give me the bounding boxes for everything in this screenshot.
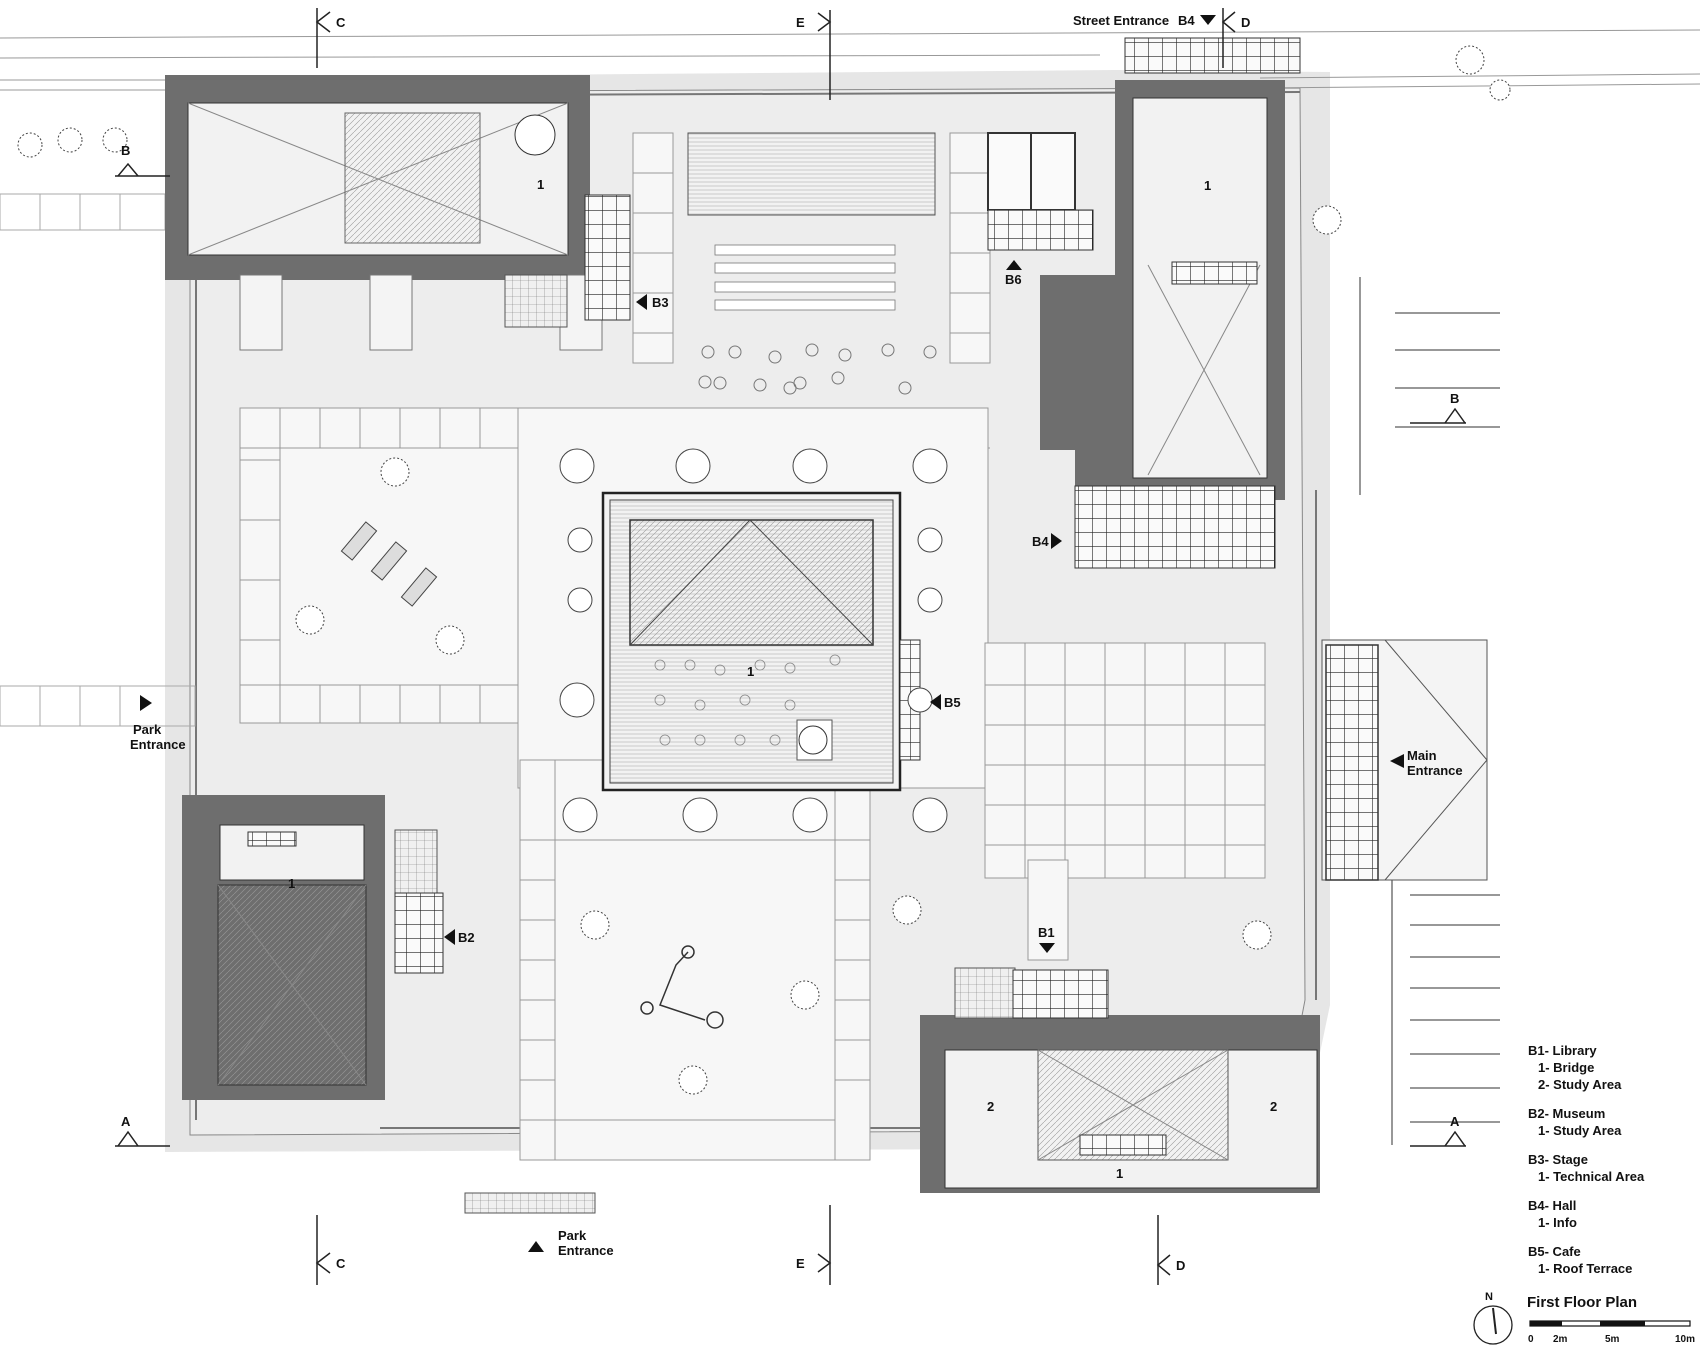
section-c-bottom: C <box>336 1256 346 1271</box>
legend-subitem: 1- Info <box>1538 1215 1577 1230</box>
tag-b3: B3 <box>652 295 669 310</box>
legend-group: B4- Hall 1- Info <box>1528 1197 1700 1231</box>
park-entrance-south-2: Entrance <box>558 1243 614 1258</box>
park-entrance-south-1: Park <box>558 1228 587 1243</box>
section-a-right: A <box>1450 1114 1460 1129</box>
legend-group: B5- Cafe 1- Roof Terrace <box>1528 1243 1700 1277</box>
room-nw-1: 1 <box>537 177 544 192</box>
section-markers <box>115 8 1466 1285</box>
building-sw <box>182 795 444 1100</box>
legend-item: B4- Hall <box>1528 1198 1577 1213</box>
tag-b1: B1 <box>1038 925 1055 940</box>
sculpture <box>640 945 724 1029</box>
park-entrance-west-1: Park <box>133 722 162 737</box>
tag-b5: B5 <box>944 695 961 710</box>
section-e-top: E <box>796 15 805 30</box>
legend-item: B2- Museum <box>1528 1106 1606 1121</box>
section-c-top: C <box>336 15 346 30</box>
building-ne <box>987 37 1301 569</box>
legend-group: B3- Stage 1- Technical Area <box>1528 1151 1700 1185</box>
section-a-left: A <box>121 1114 131 1129</box>
room-sw-1: 1 <box>288 876 295 891</box>
tag-b2: B2 <box>458 930 475 945</box>
building-se <box>920 967 1320 1193</box>
room-se-1: 1 <box>1116 1166 1123 1181</box>
north-arrow-icon: N <box>1473 1291 1513 1345</box>
main-entrance-canopy <box>1321 639 1488 881</box>
stage-b3-area <box>687 132 937 395</box>
scale-tick-5m: 5m <box>1605 1334 1620 1345</box>
street <box>0 29 1700 91</box>
street-entrance-tag: B4 <box>1178 13 1195 28</box>
entrance-arrow-icon <box>140 15 1404 1252</box>
legend-subitem: 2- Study Area <box>1538 1077 1622 1092</box>
legend-group: B2- Museum 1- Study Area <box>1528 1105 1700 1139</box>
legend-subitem: 1- Bridge <box>1538 1060 1595 1075</box>
legend-item: B1- Library <box>1528 1043 1597 1058</box>
room-se-2-left: 2 <box>987 1099 994 1114</box>
room-ne-1: 1 <box>1204 178 1211 193</box>
room-se-2-right: 2 <box>1270 1099 1277 1114</box>
parking-lines <box>1359 277 1500 1145</box>
section-d-bottom: D <box>1176 1258 1185 1273</box>
benches <box>340 521 438 607</box>
tree-icon <box>17 45 1511 1095</box>
tag-b6: B6 <box>1005 272 1022 287</box>
legend-subitem: 1- Roof Terrace <box>1538 1261 1633 1276</box>
section-b-right: B <box>1450 391 1459 406</box>
scale-bar: 0 2m 5m 10m <box>1528 1320 1695 1345</box>
street-entrance-label: Street Entrance <box>1073 13 1169 28</box>
legend-subitem: 1- Technical Area <box>1538 1169 1645 1184</box>
building-nw <box>165 75 631 351</box>
park-entrance-west-2: Entrance <box>130 737 186 752</box>
scale-tick-2m: 2m <box>1553 1334 1568 1345</box>
legend-group: B1- Library 1- Bridge 2- Study Area <box>1528 1042 1700 1093</box>
tag-b4: B4 <box>1032 534 1049 549</box>
main-entrance-2: Entrance <box>1407 763 1463 778</box>
north-label: N <box>1485 1291 1493 1303</box>
legend-subitem: 1- Study Area <box>1538 1123 1622 1138</box>
legend-item: B5- Cafe <box>1528 1244 1581 1259</box>
section-b-left: B <box>121 143 130 158</box>
scale-tick-10m: 10m <box>1675 1334 1695 1345</box>
section-e-bottom: E <box>796 1256 805 1271</box>
legend-item: B3- Stage <box>1528 1152 1588 1167</box>
section-d-top: D <box>1241 15 1250 30</box>
cafe-b5-building <box>601 491 921 792</box>
plan-title: First Floor Plan <box>1527 1294 1638 1311</box>
legend: B1- Library 1- Bridge 2- Study Area B2- … <box>1528 1042 1700 1289</box>
main-entrance-1: Main <box>1407 748 1437 763</box>
scale-tick-0: 0 <box>1528 1334 1534 1345</box>
south-entrance-paving <box>464 1192 596 1214</box>
room-cafe-1: 1 <box>747 664 754 679</box>
